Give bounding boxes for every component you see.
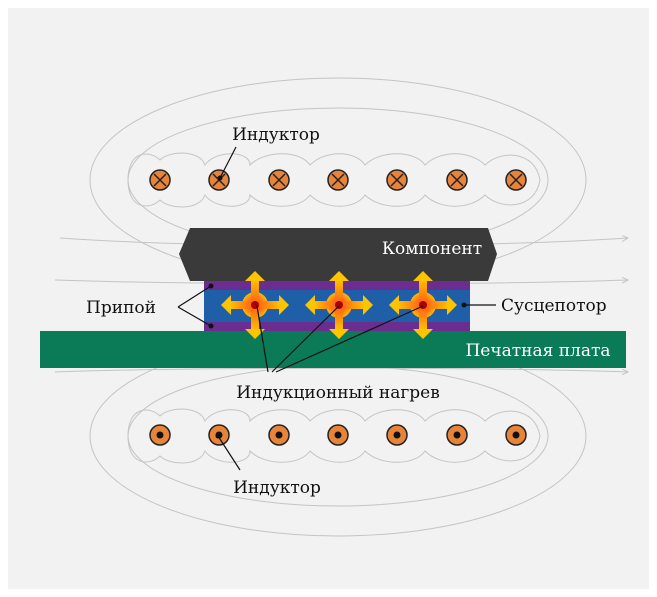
label-inductor-bottom: Индуктор	[233, 478, 321, 498]
heat-arrows	[221, 271, 457, 339]
leader-dot	[215, 433, 221, 439]
leader-solder-bottom	[177, 306, 212, 327]
four-way-heat-arrow-icon	[305, 271, 373, 339]
field-lines-bottom	[54, 335, 628, 537]
pcb-board	[40, 331, 626, 368]
leader-inductor-top	[219, 146, 237, 179]
inductor-coils-bottom	[149, 424, 527, 446]
component-body	[179, 228, 497, 281]
leader-heat-2	[271, 305, 340, 373]
label-component: Компонент	[382, 239, 482, 259]
label-pcb: Печатная плата	[465, 341, 610, 361]
current-out-of-page-icon	[149, 424, 171, 446]
current-into-page-icon	[446, 169, 468, 191]
label-induction-heating: Индукционный нагрев	[236, 383, 440, 403]
leader-solder-top	[177, 285, 212, 308]
leader-dot	[461, 302, 467, 308]
current-out-of-page-icon	[386, 424, 408, 446]
leader-dot	[217, 175, 223, 181]
leader-dot	[208, 323, 214, 329]
leader-inductor-bottom	[217, 435, 241, 471]
current-into-page-icon	[149, 169, 171, 191]
label-solder: Припой	[86, 298, 156, 318]
current-out-of-page-icon	[327, 424, 349, 446]
four-way-heat-arrow-icon	[221, 271, 289, 339]
current-into-page-icon	[327, 169, 349, 191]
current-out-of-page-icon	[505, 424, 527, 446]
leader-dot	[208, 283, 214, 289]
field-line-passing-low	[54, 367, 628, 372]
current-into-page-icon	[268, 169, 290, 191]
current-into-page-icon	[386, 169, 408, 191]
inductor-coils-top	[149, 169, 527, 191]
leader-heat-1	[256, 305, 269, 373]
label-inductor-top: Индуктор	[232, 125, 320, 145]
current-out-of-page-icon	[268, 424, 290, 446]
leader-heat-3	[275, 305, 424, 373]
current-into-page-icon	[505, 169, 527, 191]
current-out-of-page-icon	[446, 424, 468, 446]
four-way-heat-arrow-icon	[389, 271, 457, 339]
label-susceptor: Сусцепотор	[501, 296, 607, 316]
leader-lines	[177, 146, 496, 471]
field-line-inner-bottom	[127, 408, 541, 464]
field-line-inner-top	[127, 152, 541, 208]
